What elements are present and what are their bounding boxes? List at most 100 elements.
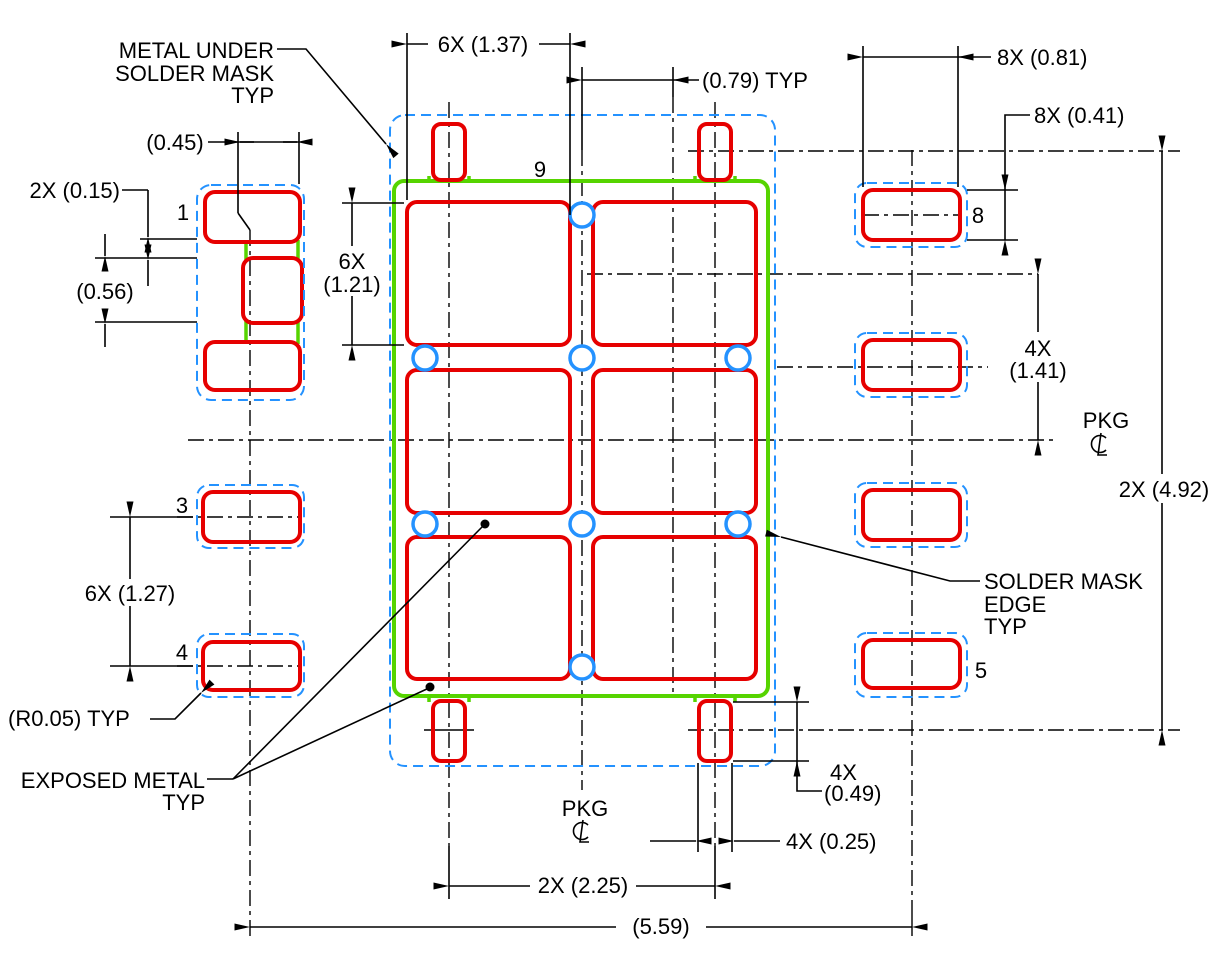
pin6-pad	[861, 488, 962, 542]
exposed-leader-1	[232, 524, 485, 780]
pin1-metal-strips	[244, 240, 300, 344]
thermal-pad-r3c1	[405, 535, 572, 681]
dim-mid-pad-h-label: (0.56)	[76, 279, 133, 304]
metal-pad-collars	[427, 176, 737, 702]
dim-gap-label: 2X (0.15)	[30, 178, 121, 203]
radius-leader	[150, 679, 215, 720]
solder-mask-edge-label-3: TYP	[984, 614, 1027, 639]
thermal-pad-r1c1	[405, 200, 572, 347]
dim-row-offset-label-2: (1.41)	[1009, 358, 1066, 383]
solder-mask-edge-label-2: EDGE	[984, 592, 1046, 617]
metal-under-label-3: TYP	[231, 83, 274, 108]
dimensions	[82, 31, 1214, 940]
pin-number-3: 3	[176, 493, 188, 518]
pin1-strip-lines	[244, 240, 300, 344]
pin7-pad	[861, 338, 962, 392]
pin1-mask-outline	[196, 184, 305, 401]
dim-text-bg	[1003, 332, 1073, 382]
via-mid2-right	[724, 510, 752, 538]
dim-left-pitch-label: 6X (1.27)	[85, 581, 176, 606]
dim-text-bg	[318, 246, 386, 296]
exposed-metal-label-1: EXPOSED METAL	[21, 768, 205, 793]
via-mid2-left	[411, 510, 439, 538]
pin1-pad-bottom	[203, 340, 302, 392]
radius-note-label: (R0.05) TYP	[8, 706, 130, 731]
exposed-metal-label-2: TYP	[162, 790, 205, 815]
dim-text-bg	[82, 579, 178, 606]
via-top-center	[568, 201, 596, 229]
pin1-pad-middle	[241, 256, 304, 325]
dim-rect-h-label-2: (1.21)	[323, 272, 380, 297]
dim-col-offset-label: (0.79) TYP	[702, 68, 808, 93]
pkg-centerline-symbol-bottom	[572, 819, 589, 843]
pin5-pad	[861, 638, 962, 690]
solder-mask-edge-leader	[765, 529, 980, 582]
text-labels: METAL UNDER SOLDER MASK TYP 6X (1.37) (0…	[8, 32, 1209, 939]
top-pad-right	[697, 122, 733, 182]
pin-number-1: 1	[177, 200, 189, 225]
dim-text-bg	[428, 31, 539, 57]
dim-bot-pad-w-label: 4X (0.25)	[786, 829, 877, 854]
dim-left-pad-w-label: (0.45)	[146, 130, 203, 155]
metal-under-label-1: METAL UNDER	[119, 38, 274, 63]
pin-number-4: 4	[176, 640, 188, 665]
dim-right-pad-w-label: 8X (0.81)	[997, 45, 1088, 70]
pin-number-9: 9	[534, 157, 546, 182]
dim-row-offset-label-1: 4X	[1025, 336, 1052, 361]
pkg-bottom-label: PKG	[562, 796, 608, 821]
dim-rect-h-label-1: 6X	[339, 249, 366, 274]
via-mid1-left	[411, 344, 439, 372]
exposed-leader-2	[232, 687, 430, 780]
via-circles	[411, 201, 752, 681]
thermal-pad-r3c2	[591, 535, 758, 681]
metal-under-solder-mask	[244, 176, 770, 702]
thermal-pad-r1c2	[591, 200, 758, 347]
dim-leader	[796, 761, 822, 792]
via-mid1-right	[724, 344, 752, 372]
pin1-pad-top	[203, 190, 302, 244]
pin7-mask-outline	[854, 332, 968, 398]
metal-collar-bottom	[427, 694, 737, 702]
via-mid1-center	[568, 344, 596, 372]
dim-top-pitch-label: 6X (1.37)	[438, 32, 529, 57]
top-pad-left	[431, 122, 467, 182]
dim-text-bg	[1114, 474, 1214, 503]
exposed-leader-dot	[480, 519, 490, 529]
metal-collar-top	[427, 176, 737, 183]
pin3-pad	[201, 490, 302, 544]
pin3-mask-outline	[196, 484, 305, 549]
dim-text-bg	[530, 872, 636, 899]
solder-mask-edge-label-1: SOLDER MASK	[984, 569, 1143, 594]
bottom-pad-right	[697, 699, 733, 763]
metal-outline	[392, 179, 770, 698]
pin8-pad	[861, 188, 962, 242]
pin4-pad	[201, 640, 302, 692]
via-mid2-center	[568, 510, 596, 538]
exposed-leader-dot	[425, 682, 435, 692]
dim-text-bg	[616, 913, 706, 940]
pin8-mask-outline	[854, 182, 968, 248]
pin-number-8: 8	[972, 203, 984, 228]
metal-under-leader	[277, 48, 399, 159]
pkg-right-label: PKG	[1083, 408, 1129, 433]
thermal-pad-r2c2	[591, 368, 758, 515]
centerline-symbol-icon	[572, 821, 589, 841]
bottom-pad-left	[431, 699, 467, 763]
centerline-symbol-icon	[1090, 434, 1107, 454]
exposed-metal-pads	[201, 122, 962, 763]
pin5-mask-outline	[854, 632, 968, 698]
centerlines	[177, 97, 1180, 936]
pin-number-5: 5	[975, 658, 987, 683]
metal-under-label-2: SOLDER MASK	[115, 61, 274, 86]
dim-leader	[1004, 114, 1030, 190]
pkg-centerline-symbol-right	[1090, 432, 1107, 456]
dim-bot-pad-h-label-2: (0.49)	[824, 781, 881, 806]
via-bottom-center	[568, 653, 596, 681]
dim-right-pad-h-label: 8X (0.41)	[1034, 103, 1125, 128]
dim-overall-h-label: 2X (4.92)	[1119, 477, 1210, 502]
centerline-symbol-icon	[579, 819, 589, 843]
centerline-symbol-icon	[1097, 432, 1107, 456]
pin6-mask-outline	[854, 482, 968, 548]
